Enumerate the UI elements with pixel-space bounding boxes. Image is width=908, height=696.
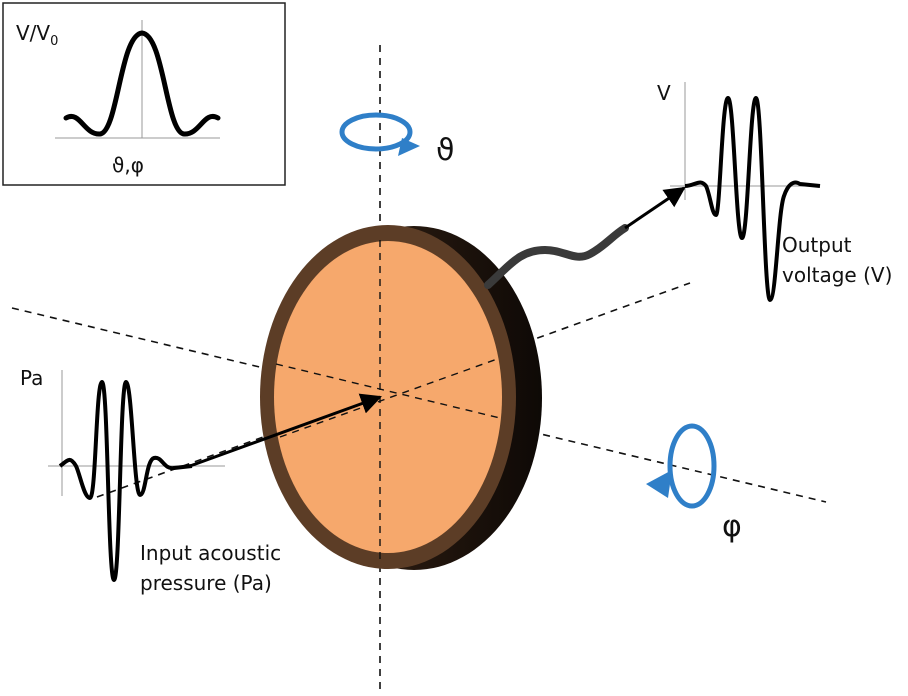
output-cable	[484, 224, 629, 289]
phi-rotation: φ	[646, 423, 742, 544]
inset-plot: V/V0 ϑ,φ	[2, 2, 286, 186]
disk-face	[274, 241, 502, 553]
output-voltage-waveform	[684, 96, 821, 302]
phi-arrowhead-icon	[646, 470, 672, 498]
output-arrow	[624, 186, 686, 230]
input-label-line2: pressure (Pa)	[140, 571, 272, 595]
pa-axis-label: Pa	[20, 366, 43, 390]
transducer-disk	[260, 225, 542, 570]
input-label-line1: Input acoustic	[140, 541, 281, 565]
phi-label: φ	[722, 509, 742, 544]
input-waveform-plot: Pa Input acoustic pressure (Pa)	[20, 366, 281, 595]
theta-rotation-icon	[339, 112, 413, 152]
output-waveform-plot: V Output voltage (V)	[657, 81, 892, 302]
output-label-line1: Output	[782, 233, 852, 257]
inset-y-label: V/V0	[16, 21, 58, 49]
output-label-line2: voltage (V)	[782, 263, 892, 287]
phi-rotation-icon	[667, 423, 717, 509]
theta-label: ϑ	[436, 133, 455, 168]
inset-x-label: ϑ,φ	[112, 153, 144, 177]
theta-arrowhead-icon	[398, 138, 420, 156]
theta-rotation: ϑ	[339, 112, 455, 168]
directivity-curve	[63, 30, 221, 137]
v-axis-label: V	[657, 81, 671, 105]
input-arrow	[189, 393, 382, 468]
input-pressure-waveform	[58, 380, 193, 582]
